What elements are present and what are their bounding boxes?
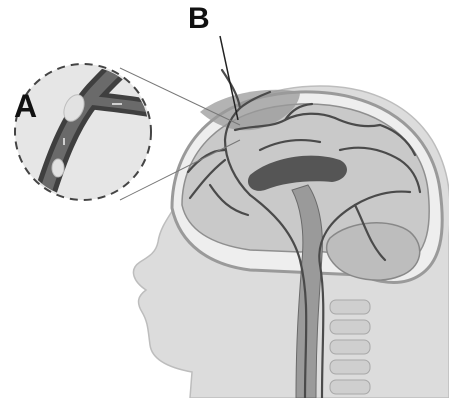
label-a: A [14,88,37,124]
blood-clot-b [52,159,64,177]
vertebrae [330,300,370,394]
label-b: B [188,2,210,35]
magnified-inset [15,60,151,210]
